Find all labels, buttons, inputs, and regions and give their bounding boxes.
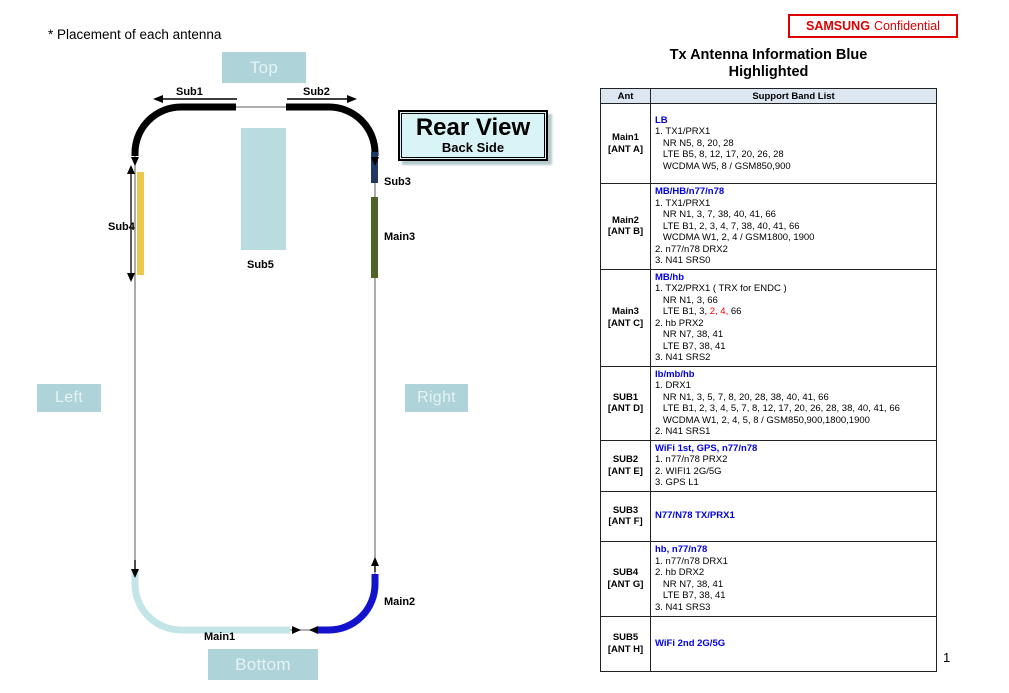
confidential-label: Confidential	[873, 19, 940, 33]
header-ant: Ant	[600, 88, 651, 104]
antenna-name-cell: SUB5[ANT H]	[600, 615, 651, 672]
header-support-band-list: Support Band List	[650, 88, 937, 104]
arrow-up-icon	[371, 557, 379, 566]
main1-label: Main1	[204, 631, 236, 643]
orientation-bottom-box: Bottom	[208, 649, 318, 680]
antenna-placement-diagram: * Placement of each antenna	[37, 27, 548, 680]
confidential-brand: SAMSUNG	[806, 19, 870, 33]
antenna-name-cell: SUB4[ANT G]	[600, 540, 651, 617]
main3-antenna-bar	[371, 197, 378, 278]
phone-rear-diagram	[127, 95, 379, 634]
arrow-down-icon	[131, 157, 139, 166]
orientation-left-box: Left	[37, 384, 101, 412]
table-title: Tx Antenna Information Blue Highlighted	[600, 47, 937, 81]
main3-label: Main3	[384, 231, 416, 243]
main2-label: Main2	[384, 596, 416, 608]
arrow-right-icon	[347, 95, 357, 103]
arrow-down-icon	[371, 157, 379, 166]
table-row: SUB3[ANT F]N77/N78 TX/PRX1	[600, 490, 937, 542]
rear-view-callout: Rear View Back Side	[398, 110, 548, 161]
arrow-down-icon	[131, 569, 139, 578]
antenna-name-cell: Main1[ANT A]	[600, 103, 651, 184]
sub4-antenna-bar	[137, 172, 144, 275]
arrow-up-icon	[127, 165, 135, 174]
antenna-name-cell: Main3[ANT C]	[600, 268, 651, 367]
sub3-antenna-bar	[371, 152, 378, 183]
antenna-name-cell: SUB3[ANT F]	[600, 490, 651, 542]
table-header: Ant Support Band List	[600, 88, 937, 104]
arrow-down-icon	[127, 273, 135, 282]
page-number: 1	[943, 650, 951, 665]
arrow-left-icon	[309, 626, 318, 634]
antenna-name-cell: SUB2[ANT E]	[600, 439, 651, 492]
table-row: SUB5[ANT H]WiFi 2nd 2G/5G	[600, 615, 937, 672]
band-list-cell: WiFi 2nd 2G/5G	[650, 615, 937, 672]
orientation-right-box: Right	[405, 384, 468, 412]
antenna-name-cell: Main2[ANT B]	[600, 183, 651, 270]
arrow-right-icon	[292, 626, 301, 634]
sub1-antenna-arc	[131, 103, 236, 156]
rear-view-title: Rear View	[415, 114, 531, 141]
sub3-label: Sub3	[384, 176, 411, 188]
sub5-antenna-patch	[241, 128, 286, 250]
table-title-line1: Tx Antenna Information Blue	[669, 47, 868, 63]
confidential-stamp: SAMSUNG Confidential	[788, 14, 958, 38]
sub5-label: Sub5	[247, 259, 274, 271]
sub1-label: Sub1	[176, 86, 203, 98]
sub4-label: Sub4	[108, 221, 135, 233]
table-title-line2: Highlighted	[728, 64, 809, 80]
band-list-cell: N77/N78 TX/PRX1	[650, 490, 937, 542]
main2-antenna-arc	[318, 574, 379, 634]
sub2-label: Sub2	[303, 86, 330, 98]
diagram-caption: * Placement of each antenna	[48, 27, 222, 42]
back-side-subtitle: Back Side	[441, 140, 505, 155]
sub2-antenna-arc	[286, 103, 379, 156]
orientation-top-box: Top	[222, 52, 306, 83]
antenna-name-cell: SUB1[ANT D]	[600, 365, 651, 441]
main1-antenna-arc	[131, 570, 290, 634]
arrow-left-icon	[153, 95, 163, 103]
